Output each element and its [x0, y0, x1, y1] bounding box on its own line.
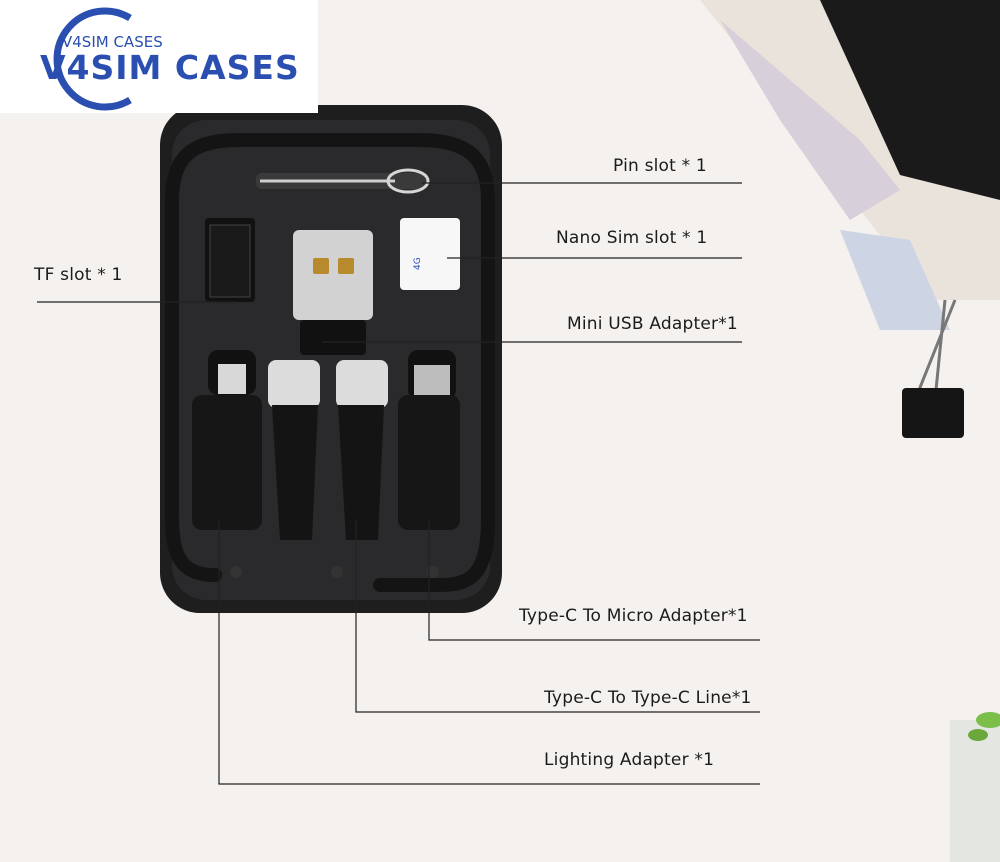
leader-line-type-c-micro	[428, 520, 760, 641]
callout-type-c-to-micro-adapter: Type-C To Micro Adapter*1	[519, 606, 748, 626]
brand-logo: V4SIM CASES V4SIM CASES	[0, 0, 318, 113]
logo-small-text: V4SIM CASES	[62, 33, 163, 51]
binder-clip-decor	[902, 299, 964, 438]
callout-type-c-to-type-c-line: Type-C To Type-C Line*1	[544, 688, 752, 708]
sim-card-4g-text: 4G	[413, 257, 423, 270]
callout-pin-slot: Pin slot * 1	[613, 156, 707, 176]
callout-nano-sim-slot: Nano Sim slot * 1	[556, 228, 708, 248]
leader-lines	[37, 182, 760, 785]
plant-decor	[950, 712, 1000, 862]
callout-mini-usb-adapter: Mini USB Adapter*1	[567, 314, 738, 334]
logo-big-text: V4SIM CASES	[40, 48, 300, 87]
organizer-case: 4G	[160, 105, 502, 613]
callout-lighting-adapter: Lighting Adapter *1	[544, 750, 715, 770]
callout-tf-slot: TF slot * 1	[34, 265, 123, 285]
logo-ring-icon	[53, 7, 132, 111]
leader-line-lighting	[218, 520, 760, 785]
leader-line-type-c-line	[355, 520, 760, 713]
notebook-decor	[700, 0, 1000, 330]
